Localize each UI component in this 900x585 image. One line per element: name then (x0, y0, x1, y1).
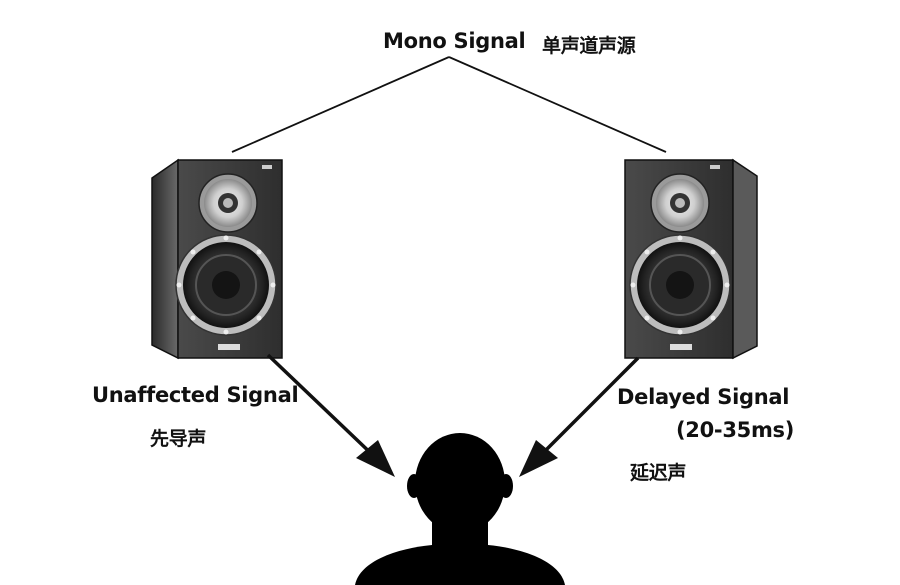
mono-signal-title-zh: 单声道声源 (542, 35, 636, 57)
listener-silhouette (355, 433, 565, 585)
unaffected-signal-label-zh: 先导声 (150, 428, 207, 450)
arrow-left-head (356, 440, 395, 477)
left-speaker (151, 158, 283, 360)
arrow-left (266, 353, 380, 462)
arrow-right (534, 356, 640, 462)
delayed-signal-label-zh: 延迟声 (630, 462, 687, 484)
right-speaker (624, 158, 758, 360)
mono-signal-title: Mono Signal (383, 29, 526, 53)
unaffected-signal-label: Unaffected Signal (92, 383, 299, 407)
signal-line-right (448, 56, 667, 153)
arrow-right-head (519, 440, 558, 477)
delayed-signal-label: Delayed Signal (617, 385, 790, 409)
signal-line-left (231, 56, 450, 153)
delay-range-label: (20-35ms) (676, 418, 795, 442)
